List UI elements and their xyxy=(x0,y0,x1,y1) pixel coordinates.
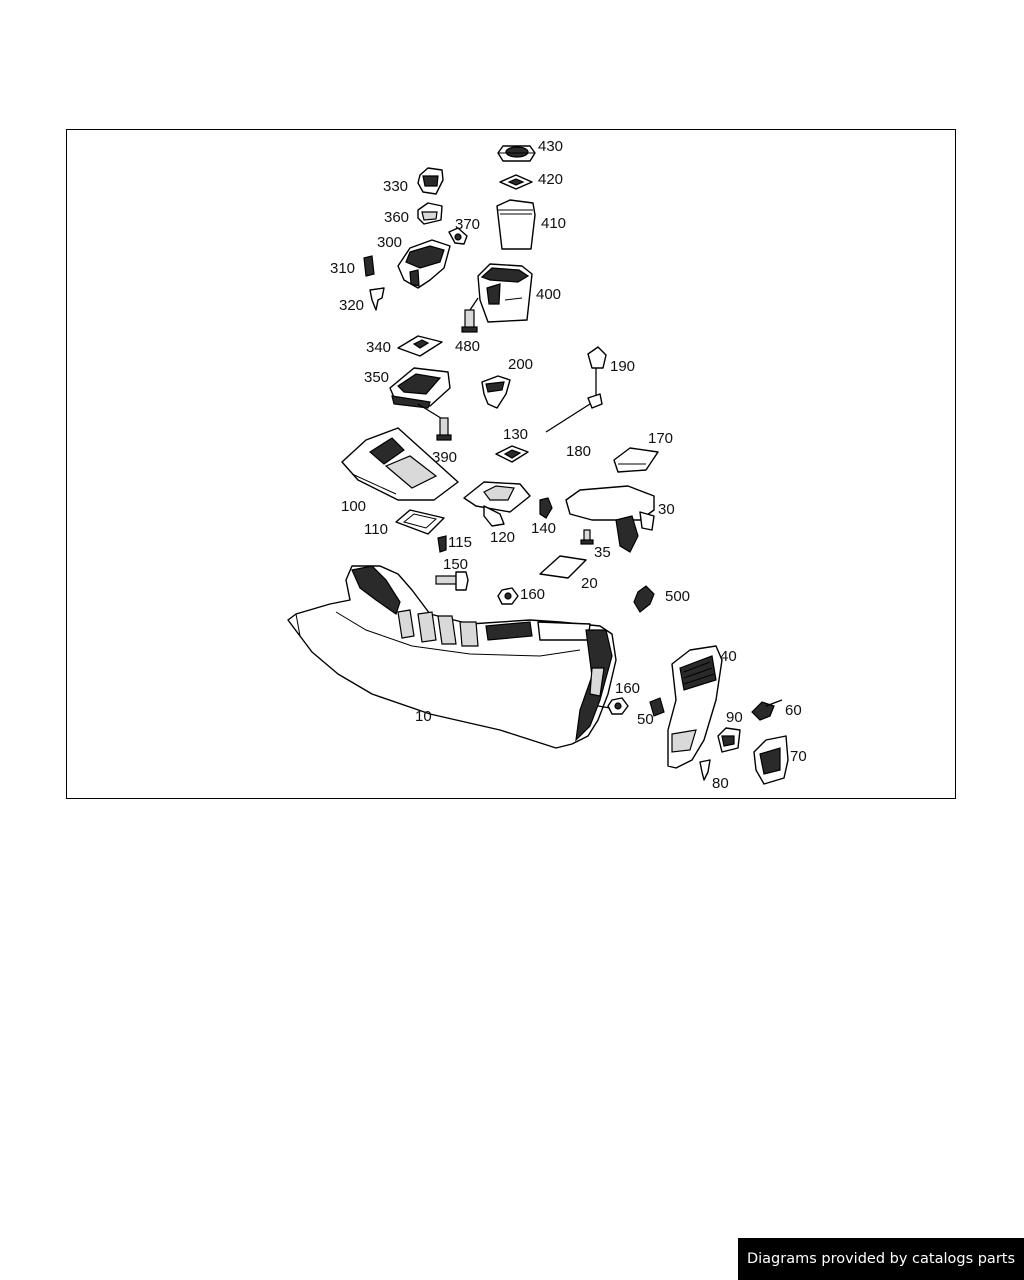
part-160-lower xyxy=(607,697,629,715)
callout-160-lower: 160 xyxy=(615,680,640,697)
callout-300: 300 xyxy=(377,234,402,251)
part-90 xyxy=(717,727,741,753)
callout-60: 60 xyxy=(785,702,802,719)
callout-30: 30 xyxy=(658,501,675,518)
part-140 xyxy=(539,497,553,519)
callout-410: 410 xyxy=(541,215,566,232)
part-360 xyxy=(417,202,443,225)
callout-80: 80 xyxy=(712,775,729,792)
callout-420: 420 xyxy=(538,171,563,188)
part-340 xyxy=(397,335,443,357)
credit-banner: Diagrams provided by catalogs parts xyxy=(738,1238,1024,1280)
callout-190: 190 xyxy=(610,358,635,375)
callout-430: 430 xyxy=(538,138,563,155)
part-200 xyxy=(481,375,511,409)
callout-160-upper: 160 xyxy=(520,586,545,603)
part-120 xyxy=(463,481,531,527)
callout-90: 90 xyxy=(726,709,743,726)
part-320 xyxy=(369,287,385,311)
callout-330: 330 xyxy=(383,178,408,195)
part-160-upper xyxy=(497,587,519,605)
callout-370: 370 xyxy=(455,216,480,233)
part-190 xyxy=(587,346,607,396)
part-100 xyxy=(341,427,459,501)
callout-110: 110 xyxy=(364,521,388,538)
part-115 xyxy=(437,535,447,553)
parts-diagram-frame xyxy=(66,129,956,799)
part-20 xyxy=(539,555,587,579)
part-480 xyxy=(461,297,479,333)
part-420 xyxy=(499,174,533,190)
part-35 xyxy=(580,529,594,545)
part-60 xyxy=(751,699,783,721)
part-30 xyxy=(565,485,655,553)
callout-120: 120 xyxy=(490,529,515,546)
part-410 xyxy=(496,199,536,250)
callout-70: 70 xyxy=(790,748,807,765)
callout-50: 50 xyxy=(637,711,654,728)
part-300 xyxy=(397,239,451,289)
callout-350: 350 xyxy=(364,369,389,386)
credit-text: Diagrams provided by catalogs parts xyxy=(746,1251,1016,1267)
callout-170: 170 xyxy=(648,430,673,447)
part-390 xyxy=(417,403,452,441)
part-330 xyxy=(417,167,444,195)
callout-35: 35 xyxy=(594,544,611,561)
callout-150: 150 xyxy=(443,556,468,573)
callout-180: 180 xyxy=(566,443,591,460)
part-40 xyxy=(667,645,723,769)
callout-340: 340 xyxy=(366,339,391,356)
callout-130: 130 xyxy=(503,426,528,443)
part-350 xyxy=(389,367,451,409)
callout-140: 140 xyxy=(531,520,556,537)
part-80 xyxy=(699,759,711,781)
callout-100: 100 xyxy=(341,498,366,515)
part-10 xyxy=(287,565,623,749)
callout-500: 500 xyxy=(665,588,690,605)
part-70 xyxy=(753,735,789,785)
callout-10: 10 xyxy=(415,708,432,725)
part-500 xyxy=(633,585,655,613)
callout-480: 480 xyxy=(455,338,480,355)
part-400 xyxy=(477,263,533,323)
part-170 xyxy=(613,447,659,473)
callout-360: 360 xyxy=(384,209,409,226)
part-310 xyxy=(363,255,375,277)
part-370 xyxy=(448,227,468,245)
callout-115: 115 xyxy=(448,534,472,551)
part-130 xyxy=(495,445,529,463)
part-150 xyxy=(435,571,469,591)
part-50 xyxy=(649,697,665,717)
callout-400: 400 xyxy=(536,286,561,303)
part-110 xyxy=(395,509,445,535)
callout-320: 320 xyxy=(339,297,364,314)
callout-40: 40 xyxy=(720,648,737,665)
callout-390: 390 xyxy=(432,449,457,466)
part-430 xyxy=(497,145,536,162)
part-180 xyxy=(545,393,603,433)
callout-200: 200 xyxy=(508,356,533,373)
callout-20: 20 xyxy=(581,575,598,592)
callout-310: 310 xyxy=(330,260,355,277)
